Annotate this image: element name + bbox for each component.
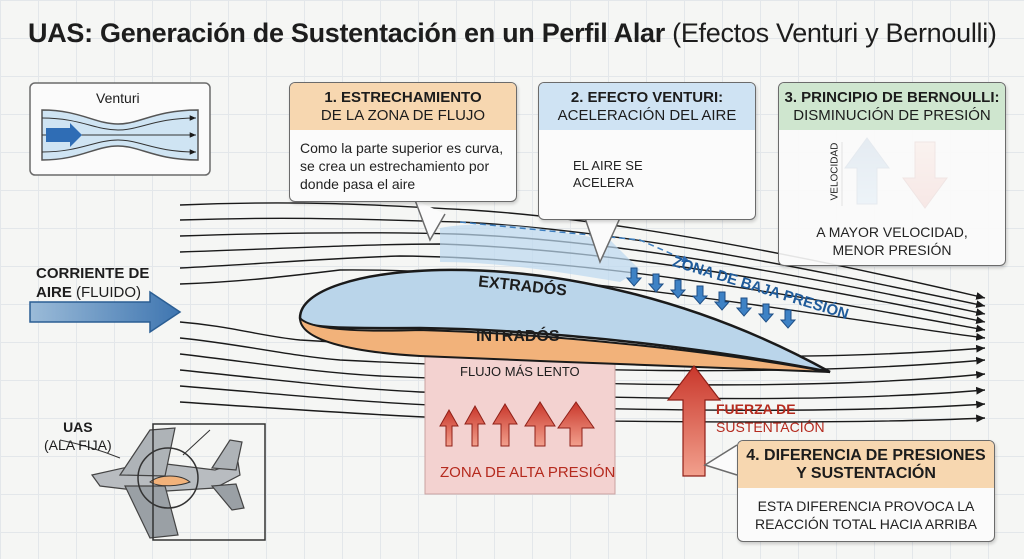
intrados-label: INTRADÓS xyxy=(476,328,560,345)
low-pressure-arrows xyxy=(625,267,797,329)
high-pressure-zone-label: ZONA DE ALTA PRESIÓN xyxy=(440,464,616,481)
airfoil xyxy=(298,268,831,374)
page-title: UAS: Generación de Sustentación en un Pe… xyxy=(28,18,997,48)
lift-label: FUERZA DE SUSTENTACIÓN xyxy=(716,401,825,435)
velocity-axis-label: VELOCIDAD xyxy=(829,142,841,201)
box4-header: 4. DIFERENCIA DE PRESIONES Y SUSTENTACIÓ… xyxy=(738,441,994,488)
lift-arrow xyxy=(666,365,722,477)
venturi-inset xyxy=(29,82,211,176)
box4-text: ESTA DIFERENCIA PROVOCA LA REACCIÓN TOTA… xyxy=(755,498,977,532)
box3-text: A MAYOR VELOCIDAD, MENOR PRESIÓN xyxy=(816,224,968,258)
airflow-label: CORRIENTE DE AIRE (FLUIDO) xyxy=(36,265,150,301)
high-pressure-arrows xyxy=(439,401,595,447)
uas-label: UAS (ALA FIJA) xyxy=(44,419,112,453)
venturi-dashed-arrow xyxy=(459,221,691,263)
box2-text: EL AIRE SE ACELERA xyxy=(573,158,643,190)
slower-flow-label: FLUJO MÁS LENTO xyxy=(460,364,580,379)
box1-pointer xyxy=(414,199,446,242)
box-bernoulli: 3. PRINCIPIO DE BERNOULLI: DISMINUCIÓN D… xyxy=(778,82,1006,266)
box-pressure-difference: 4. DIFERENCIA DE PRESIONES Y SUSTENTACIÓ… xyxy=(737,440,995,542)
narrowing-zone xyxy=(440,224,640,282)
box2-header: 2. EFECTO VENTURI: ACELERACIÓN DEL AIRE xyxy=(539,83,755,130)
box3-header: 3. PRINCIPIO DE BERNOULLI: DISMINUCIÓN D… xyxy=(779,83,1005,130)
airstream-arrow xyxy=(29,290,182,334)
box-venturi: 2. EFECTO VENTURI: ACELERACIÓN DEL AIRE … xyxy=(538,82,756,220)
box1-header: 1. ESTRECHAMIENTO DE LA ZONA DE FLUJO xyxy=(290,83,516,130)
box4-pointer xyxy=(703,444,738,476)
box2-pointer xyxy=(584,217,621,265)
box-narrowing: 1. ESTRECHAMIENTO DE LA ZONA DE FLUJO Co… xyxy=(289,82,517,202)
uas-drone xyxy=(59,423,266,541)
box1-text: Como la parte superior es curva, se crea… xyxy=(300,140,504,192)
venturi-label: Venturi xyxy=(96,90,140,106)
